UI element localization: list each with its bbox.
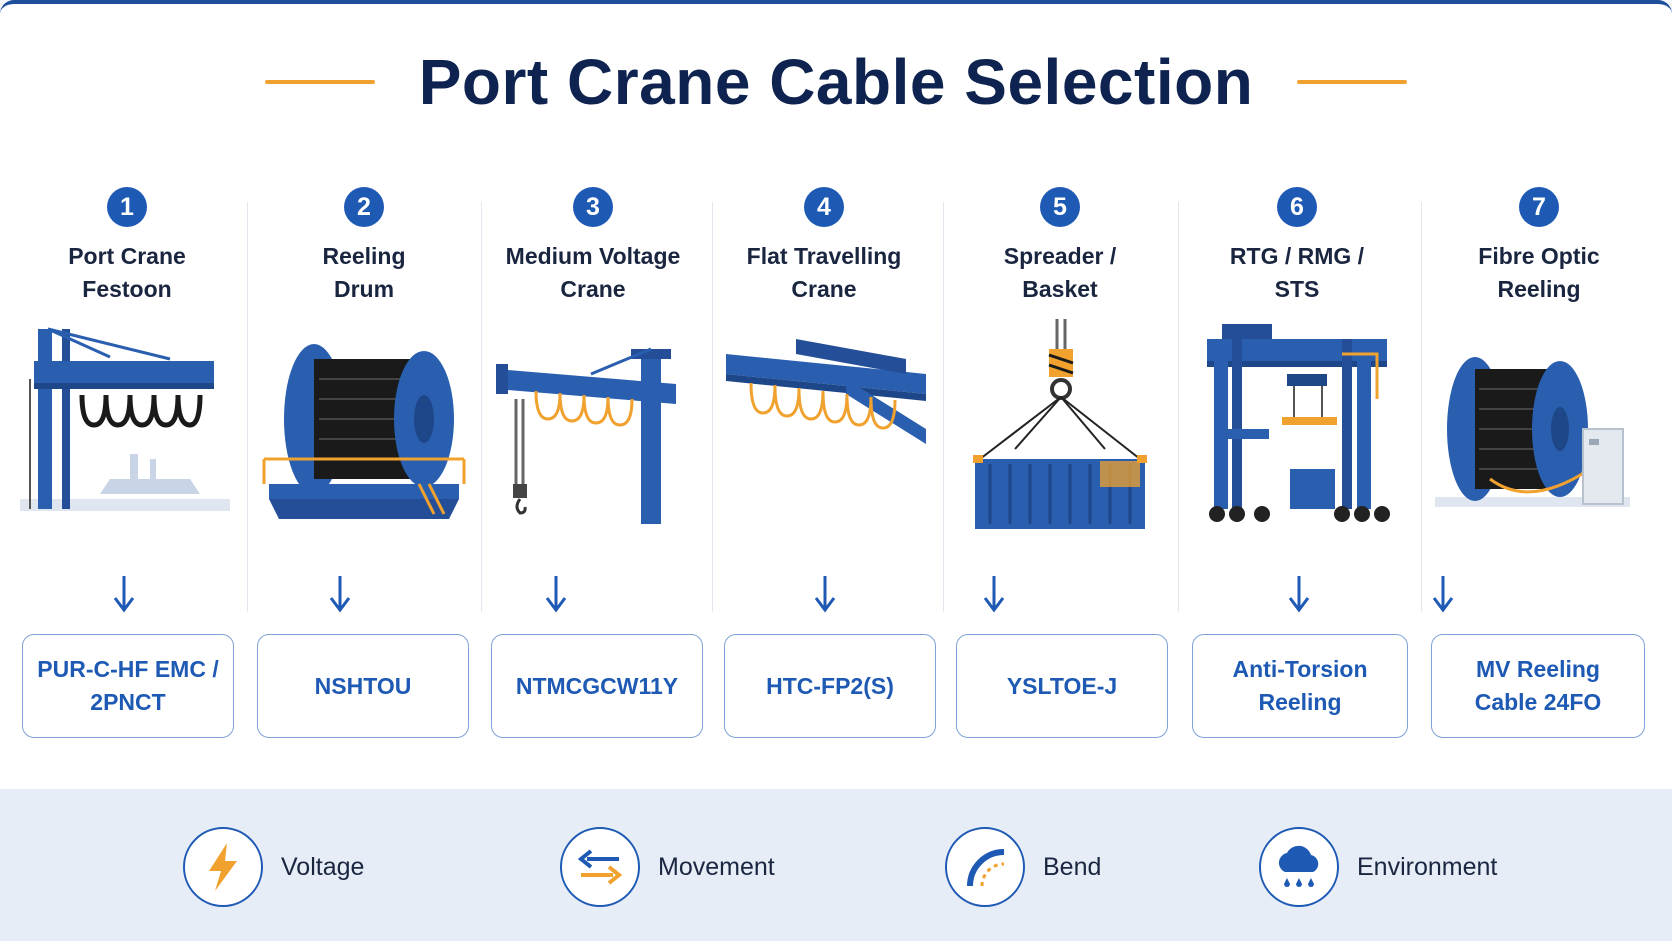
cable-name-line: Anti-Torsion	[1232, 656, 1368, 682]
down-arrow-icon	[983, 576, 1005, 613]
cable-name-line: NTMCGCW11Y	[515, 672, 679, 699]
column-divider	[247, 202, 248, 612]
down-arrow-icon	[1288, 576, 1310, 613]
steps-row: 1 Port Crane Festoon	[0, 184, 1672, 744]
bend-icon	[945, 827, 1025, 907]
cable-result-box: NTMCGCW11Y	[491, 634, 703, 738]
step-number: 3	[573, 187, 613, 227]
step-label: Medium Voltage Crane	[483, 240, 703, 306]
factor-label: Movement	[658, 852, 775, 881]
cable-name-line: Reeling	[1258, 689, 1342, 715]
down-arrow-icon	[814, 576, 836, 613]
step-label-line: STS	[1274, 276, 1320, 302]
column-divider	[1421, 202, 1422, 612]
factor-label: Environment	[1357, 852, 1498, 881]
step-label-line: Fibre Optic	[1478, 243, 1600, 269]
lightning-icon	[183, 827, 263, 907]
factor-movement: Movement	[560, 824, 775, 910]
step-label-line: Festoon	[82, 276, 172, 302]
mv-crane-illustration	[496, 347, 676, 524]
step-6: 6 RTG / RMG / STS	[1178, 184, 1421, 744]
step-label: Fibre Optic Reeling	[1429, 240, 1649, 306]
flat-travelling-crane-illustration	[726, 339, 926, 444]
rain-cloud-icon	[1259, 827, 1339, 907]
title-decoration-left	[264, 80, 375, 84]
title-decoration-right	[1297, 80, 1408, 84]
reeling-drum-illustration	[262, 344, 466, 519]
cable-name-line: NSHTOU	[314, 672, 412, 699]
step-5: 5 Spreader / Basket	[943, 184, 1178, 744]
cable-name-line: YSLTOE-J	[1006, 672, 1118, 699]
step-number: 2	[344, 187, 384, 227]
step-label-line: Medium Voltage	[505, 243, 681, 269]
step-7: 7 Fibre Optic Reeling	[1421, 184, 1672, 744]
step-number: 7	[1519, 187, 1559, 227]
step-number: 5	[1040, 187, 1080, 227]
factor-environment: Environment	[1259, 824, 1497, 910]
step-2: 2 Reeling Drum	[247, 184, 481, 744]
factor-voltage: Voltage	[183, 824, 364, 910]
fibre-reel-illustration	[1435, 357, 1630, 507]
step-label-line: Crane	[791, 276, 857, 302]
step-1: 1 Port Crane Festoon	[0, 184, 247, 744]
step-4: 4 Flat Travelling Crane	[712, 184, 943, 744]
arrows-icon	[560, 827, 640, 907]
step-label-line: Basket	[1022, 276, 1098, 302]
step-label-line: Drum	[333, 276, 395, 302]
step-label-line: Reeling	[1497, 276, 1581, 302]
step-label: Spreader / Basket	[950, 240, 1170, 306]
step-label-line: Reeling	[322, 243, 406, 269]
cable-result-box: YSLTOE-J	[956, 634, 1168, 738]
step-label-line: Spreader /	[1003, 243, 1117, 269]
down-arrow-icon	[329, 576, 351, 613]
cable-name-line: Cable 24FO	[1474, 689, 1602, 715]
cable-result-box: PUR-C-HF EMC / 2PNCT	[22, 634, 234, 738]
title-row: Port Crane Cable Selection	[0, 42, 1672, 122]
step-label-line: RTG / RMG /	[1229, 243, 1365, 269]
step-3: 3 Medium Voltage Crane	[481, 184, 712, 744]
down-arrow-icon	[545, 576, 567, 613]
cable-result-box: NSHTOU	[257, 634, 469, 738]
step-label-line: Crane	[560, 276, 626, 302]
cable-result-box: HTC-FP2(S)	[724, 634, 936, 738]
column-divider	[1178, 202, 1179, 612]
down-arrow-icon	[113, 576, 135, 613]
factor-label: Bend	[1043, 852, 1102, 881]
down-arrow-icon	[1432, 576, 1454, 613]
factor-bend: Bend	[945, 824, 1101, 910]
step-number: 4	[804, 187, 844, 227]
factor-label: Voltage	[281, 852, 365, 881]
column-divider	[481, 202, 482, 612]
cable-name-line: MV Reeling	[1476, 656, 1600, 682]
page-title: Port Crane Cable Selection	[418, 46, 1254, 118]
step-label: Port Crane Festoon	[17, 240, 237, 306]
step-label: Flat Travelling Crane	[714, 240, 934, 306]
spreader-container-illustration	[973, 319, 1147, 529]
step-label: RTG / RMG / STS	[1187, 240, 1407, 306]
selection-factors-bar: Voltage Movement Bend	[0, 789, 1672, 941]
cable-name-line: 2PNCT	[90, 689, 166, 715]
step-label: Reeling Drum	[254, 240, 474, 306]
column-divider	[712, 202, 713, 612]
gantry-crane-illustration	[1207, 324, 1390, 522]
festoon-crane-illustration	[20, 327, 230, 511]
step-number: 1	[107, 187, 147, 227]
cable-name-line: HTC-FP2(S)	[766, 672, 894, 699]
step-number: 6	[1277, 187, 1317, 227]
column-divider	[943, 202, 944, 612]
step-label-line: Port Crane	[68, 243, 186, 269]
step-label-line: Flat Travelling	[746, 243, 902, 269]
cable-name-line: PUR-C-HF EMC /	[37, 656, 219, 682]
